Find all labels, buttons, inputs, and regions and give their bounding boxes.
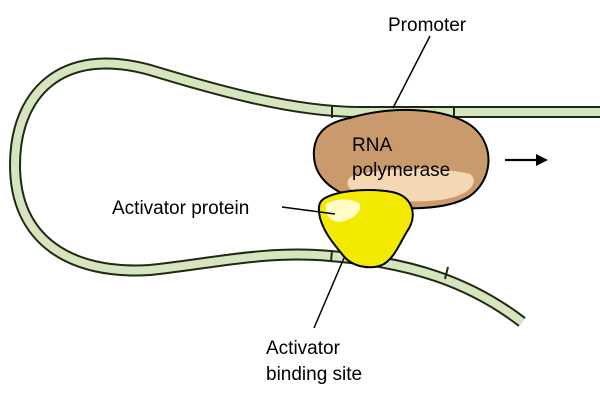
binding-site-tick-left	[330, 249, 333, 263]
binding-site-tick-right	[444, 266, 449, 280]
binding-site-label-line1: Activator	[266, 338, 341, 359]
activator-protein	[317, 189, 414, 269]
dna-strand	[9, 57, 600, 327]
activator-protein-highlight	[325, 199, 361, 222]
activator-protein-label: Activator protein	[112, 198, 249, 219]
binding-site-leader	[313, 257, 345, 329]
rna-polymerase-label-line1: RNA	[352, 135, 392, 156]
binding-site-segment	[330, 249, 449, 280]
activator-protein-leader	[281, 206, 336, 215]
rna-polymerase-label-line2: polymerase	[352, 160, 450, 181]
direction-arrow	[505, 154, 548, 166]
promoter-leader	[392, 35, 431, 109]
direction-arrow-head	[536, 154, 548, 166]
promoter-label: Promoter	[388, 15, 467, 36]
binding-site-label-line2: binding site	[266, 364, 362, 385]
dna-strand-outline	[9, 57, 600, 327]
leader-lines	[281, 35, 431, 329]
